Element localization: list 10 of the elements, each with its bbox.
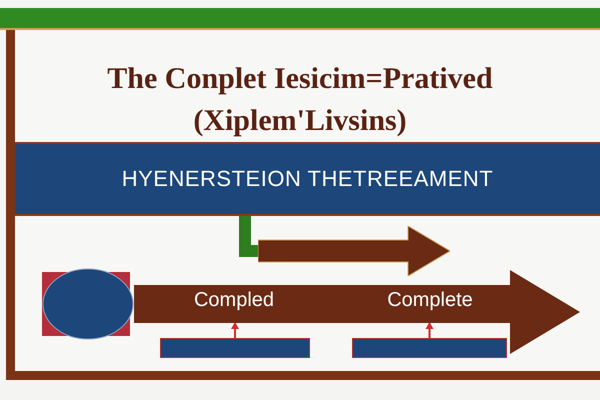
- arrow: [426, 322, 434, 338]
- milestone-label: Complete: [387, 289, 473, 312]
- title-banner: [15, 142, 600, 216]
- connector-bar: [239, 216, 258, 257]
- info-box: [160, 338, 310, 358]
- arrow: [231, 322, 239, 338]
- milestone-label: Compled: [194, 289, 274, 312]
- info-box: [352, 338, 507, 358]
- banner-text: HYENERSTEION THETREEAMENT: [122, 166, 494, 192]
- diagram-title: The Conplet Iesicim=Pratived (Xiplem'Livsins): [106, 61, 494, 139]
